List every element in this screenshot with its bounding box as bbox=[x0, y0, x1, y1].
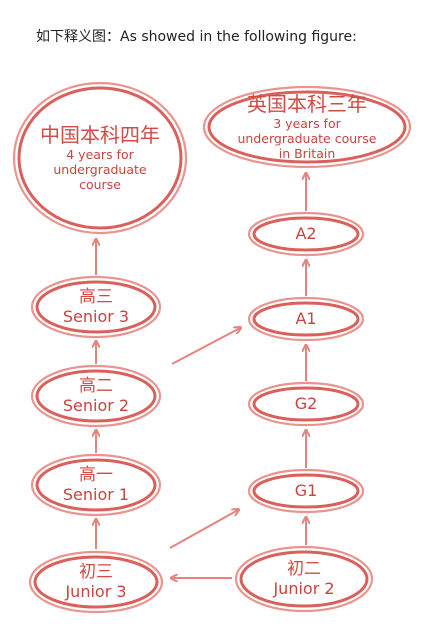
node-a1 bbox=[247, 296, 365, 342]
label-g2-en: G2 bbox=[294, 393, 318, 413]
label-a1: A1 bbox=[256, 307, 356, 331]
label-senior3: 高三 Senior 3 bbox=[36, 284, 156, 330]
node-senior1 bbox=[30, 453, 162, 517]
label-uk-university-en-3: in Britain bbox=[278, 146, 336, 161]
label-cn-university-en-3: course bbox=[79, 177, 121, 192]
label-junior2: 初二 Junior 2 bbox=[244, 556, 364, 602]
label-a1-en: A1 bbox=[295, 308, 317, 328]
node-g2 bbox=[247, 381, 365, 427]
label-senior3-en: Senior 3 bbox=[62, 306, 130, 326]
label-junior2-en: Junior 2 bbox=[273, 578, 335, 598]
label-junior3-en: Junior 3 bbox=[65, 581, 127, 601]
label-senior3-zh: 高三 bbox=[79, 287, 113, 308]
label-senior2-en: Senior 2 bbox=[62, 395, 130, 415]
label-uk-university-en-2: undergraduate course bbox=[237, 131, 377, 146]
node-junior2 bbox=[234, 545, 374, 613]
label-senior1-en: Senior 1 bbox=[62, 484, 130, 504]
label-uk-university-zh: 英国本科三年 bbox=[247, 92, 367, 116]
label-cn-university-en-1: 4 years for bbox=[66, 147, 134, 162]
label-cn-university-zh: 中国本科四年 bbox=[40, 123, 160, 147]
label-junior2-zh: 初二 bbox=[287, 559, 321, 580]
label-g1-en: G1 bbox=[294, 480, 318, 500]
node-cn-university bbox=[12, 81, 188, 235]
node-a2 bbox=[247, 211, 365, 257]
label-senior1-zh: 高一 bbox=[79, 465, 113, 486]
label-junior3-zh: 初三 bbox=[79, 562, 113, 583]
figure-caption: 如下释义图：As showed in the following figure: bbox=[36, 29, 357, 45]
arrow-junior3-to-g1 bbox=[169, 510, 238, 549]
node-g1 bbox=[247, 468, 365, 514]
label-uk-university: 英国本科三年 3 years for undergraduate course … bbox=[212, 92, 402, 162]
label-cn-university: 中国本科四年 4 years for undergraduate course bbox=[20, 105, 180, 211]
label-a2: A2 bbox=[256, 222, 356, 246]
label-junior3: 初三 Junior 3 bbox=[36, 559, 156, 605]
node-junior3 bbox=[28, 550, 164, 614]
node-uk-university bbox=[202, 85, 412, 169]
label-senior2: 高二 Senior 2 bbox=[36, 373, 156, 419]
label-senior2-zh: 高二 bbox=[79, 376, 113, 397]
label-g1: G1 bbox=[256, 479, 356, 503]
label-uk-university-en-1: 3 years for bbox=[273, 116, 341, 131]
label-g2: G2 bbox=[256, 392, 356, 416]
arrow-senior2-to-a1 bbox=[171, 328, 240, 365]
label-cn-university-en-2: undergraduate bbox=[53, 162, 147, 177]
node-senior2 bbox=[30, 364, 162, 428]
label-a2-en: A2 bbox=[295, 223, 317, 243]
node-senior3 bbox=[30, 275, 162, 339]
label-senior1: 高一 Senior 1 bbox=[36, 462, 156, 508]
